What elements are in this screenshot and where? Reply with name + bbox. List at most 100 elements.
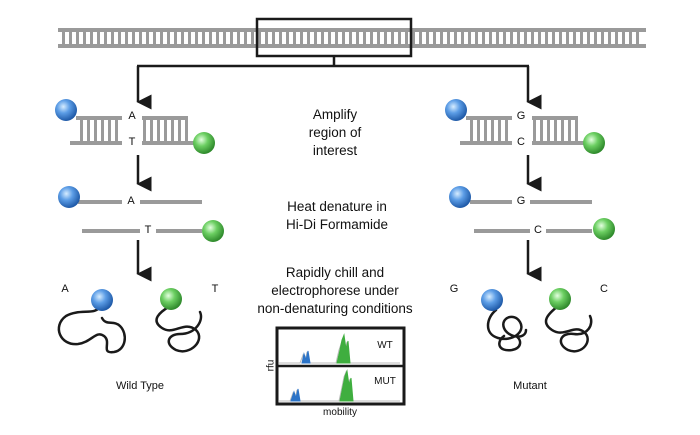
wt-conformer-top-base: A <box>61 283 69 295</box>
base-pair-rung <box>178 120 181 141</box>
base-pair-rung <box>636 32 639 44</box>
base-pair-rung <box>83 32 86 44</box>
base-pair-rung <box>568 120 571 141</box>
step-arrows <box>136 155 542 282</box>
wt-conformer-bottom-base: T <box>211 283 219 295</box>
base-pair-rung <box>482 32 485 44</box>
green-dye-icon <box>549 288 571 310</box>
base-pair-rung <box>146 32 149 44</box>
mutant-duplex <box>445 99 605 154</box>
base-pair-rung <box>561 120 564 141</box>
base-pair-rung <box>150 120 153 141</box>
wt-strand-top-base: A <box>127 195 135 207</box>
base-pair-rung <box>461 32 464 44</box>
base-pair-rung <box>608 32 611 44</box>
base-pair-rung <box>405 32 408 44</box>
base-pair-rung <box>139 32 142 44</box>
base-pair-rung <box>503 32 506 44</box>
base-pair-rung <box>622 32 625 44</box>
base-pair-rung <box>62 32 65 44</box>
base-pair-rung <box>153 32 156 44</box>
base-pair-rung <box>489 32 492 44</box>
mut-duplex-bottom-base: C <box>517 136 525 148</box>
base-pair-rung <box>342 32 345 44</box>
step-amplify-line1: Amplify <box>312 107 358 122</box>
base-pair-rung <box>552 32 555 44</box>
base-pair-rung <box>491 120 494 141</box>
base-pair-rung <box>545 32 548 44</box>
base-pair-rung <box>157 120 160 141</box>
wild-type-conformers <box>57 288 203 354</box>
rfu-axis-label: rfu <box>265 359 277 372</box>
wild-type-single-strands <box>58 186 224 242</box>
base-pair-rung <box>370 32 373 44</box>
base-pair-rung <box>573 32 576 44</box>
base-pair-rung <box>90 32 93 44</box>
base-pair-rung <box>244 32 247 44</box>
base-pair-rung <box>580 32 583 44</box>
base-pair-rung <box>209 32 212 44</box>
base-pair-rung <box>230 32 233 44</box>
base-pair-rung <box>496 32 499 44</box>
base-pair-rung <box>321 32 324 44</box>
base-pair-rung <box>398 32 401 44</box>
base-pair-rung <box>477 120 480 141</box>
base-pair-rung <box>538 32 541 44</box>
step-denature-line1: Heat denature in <box>287 199 387 214</box>
base-pair-rung <box>272 32 275 44</box>
step-chill-line3: non-denaturing conditions <box>257 301 413 316</box>
base-pair-rung <box>454 32 457 44</box>
base-pair-rung <box>328 32 331 44</box>
mutant-conformers <box>481 288 593 353</box>
step-amplify-line3: interest <box>312 143 358 158</box>
base-pair-rung <box>251 32 254 44</box>
base-pair-rung <box>118 32 121 44</box>
base-pair-rung <box>293 32 296 44</box>
base-pair-rung <box>554 120 557 141</box>
base-pair-rung <box>384 32 387 44</box>
wt-strand-bottom-base: T <box>144 224 152 236</box>
step-chill-line1: Rapidly chill and <box>285 265 385 280</box>
base-pair-rung <box>533 120 536 141</box>
wt-panel-label: WT <box>377 340 393 351</box>
base-pair-rung <box>547 120 550 141</box>
mutant-label: Mutant <box>513 380 547 392</box>
blue-dye-icon <box>58 186 80 208</box>
base-pair-rung <box>447 32 450 44</box>
base-pair-rung <box>115 120 118 141</box>
green-dye-icon <box>202 220 224 242</box>
base-pair-rung <box>87 120 90 141</box>
base-pair-rung <box>181 32 184 44</box>
base-pair-rung <box>531 32 534 44</box>
base-pair-rung <box>300 32 303 44</box>
base-pair-rung <box>615 32 618 44</box>
base-pair-rung <box>335 32 338 44</box>
base-pair-rung <box>132 32 135 44</box>
wt-duplex-top-base: A <box>128 110 136 122</box>
base-pair-rung <box>363 32 366 44</box>
base-pair-rung <box>125 32 128 44</box>
base-pair-rung <box>216 32 219 44</box>
base-pair-rung <box>517 32 520 44</box>
base-pair-rung <box>237 32 240 44</box>
blue-dye-icon <box>55 99 77 121</box>
base-pair-rung <box>307 32 310 44</box>
base-pair-rung <box>108 120 111 141</box>
step-amplify-line2: region of <box>308 125 362 140</box>
base-pair-rung <box>164 120 167 141</box>
base-pair-rung <box>498 120 501 141</box>
base-pair-rung <box>188 32 191 44</box>
base-pair-rung <box>566 32 569 44</box>
base-pair-rung <box>505 120 508 141</box>
base-pair-rung <box>202 32 205 44</box>
base-pair-rung <box>629 32 632 44</box>
base-pair-rung <box>356 32 359 44</box>
base-pair-rung <box>575 120 578 141</box>
base-pair-rung <box>540 120 543 141</box>
green-dye-icon <box>583 132 605 154</box>
base-pair-rung <box>80 120 83 141</box>
green-dye-icon <box>160 288 182 310</box>
mut-panel-label: MUT <box>374 376 396 387</box>
base-pair-rung <box>470 120 473 141</box>
